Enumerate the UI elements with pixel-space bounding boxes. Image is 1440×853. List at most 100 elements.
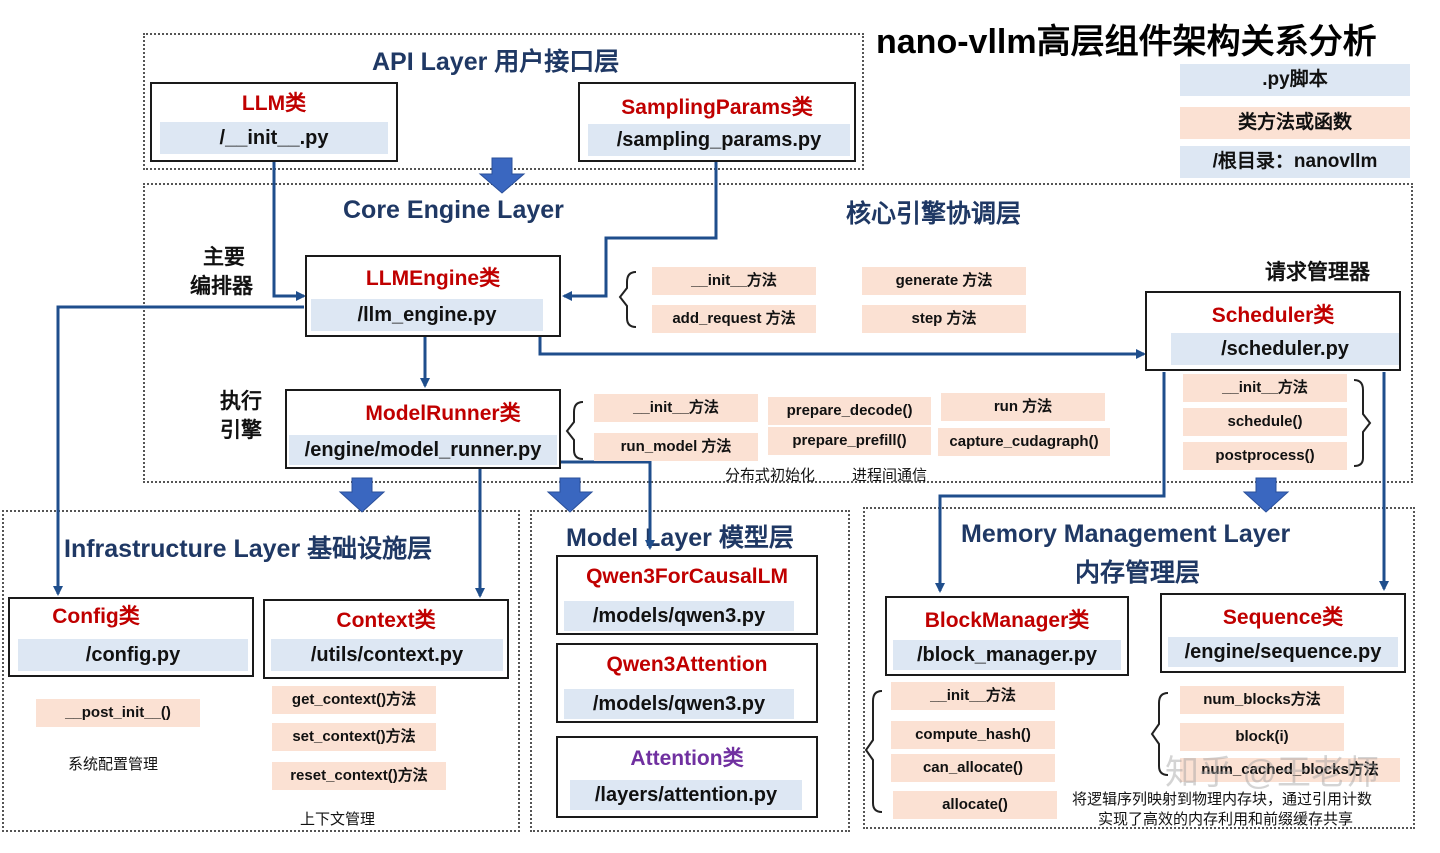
llm-class-box: LLM类 /__init__.py — [150, 82, 398, 162]
core-to-memory-arrow — [1242, 477, 1290, 513]
engine-method-generate: generate 方法 — [862, 267, 1026, 295]
model-layer-title: Model Layer 模型层 — [566, 524, 794, 552]
block-manager-box: BlockManager类 /block_manager.py — [885, 596, 1129, 676]
api-to-core-arrow — [478, 157, 526, 194]
executor-note-1: 执行 — [220, 390, 262, 413]
sequence-box: Sequence类 /engine/sequence.py — [1160, 593, 1406, 673]
memory-layer — [863, 507, 1415, 829]
context-name: Context类 — [336, 609, 436, 632]
engine-method-init: __init__方法 — [652, 267, 816, 295]
arrow-engine-to-scheduler — [538, 336, 1146, 359]
block-manager-name: BlockManager类 — [924, 609, 1090, 632]
runner-method-prepare-decode: prepare_decode() — [768, 397, 931, 425]
llm-class-name: LLM类 — [241, 92, 307, 115]
core-to-infra-arrow — [338, 477, 386, 513]
model-runner-file: /engine/model_runner.py — [289, 435, 557, 465]
scheduler-method-init: __init__方法 — [1183, 374, 1347, 402]
qwen3-causal-name: Qwen3ForCausalLM — [586, 565, 788, 588]
runner-method-capture-cudagraph: capture_cudagraph() — [938, 428, 1110, 456]
context-method-get: get_context()方法 — [272, 686, 436, 714]
sampling-params-file: /sampling_params.py — [588, 124, 850, 156]
config-method-post-init: __post_init__() — [36, 699, 200, 727]
runner-method-run-model: run_model 方法 — [594, 433, 758, 461]
sequence-method-block: block(i) — [1180, 723, 1344, 751]
api-layer-title: API Layer 用户接口层 — [372, 48, 620, 76]
engine-method-add-request: add_request 方法 — [652, 305, 816, 333]
watermark: 知乎 @王老师 — [1165, 754, 1379, 792]
scheduler-name: Scheduler类 — [1211, 304, 1335, 327]
context-file: /utils/context.py — [271, 639, 503, 671]
bracket-engine-methods — [618, 271, 637, 328]
engine-method-step: step 方法 — [862, 305, 1026, 333]
arrow-scheduler-to-blockmgr — [935, 372, 1166, 593]
attention-box: Attention类 /layers/attention.py — [556, 736, 818, 818]
context-mgmt-note: 上下文管理 — [300, 811, 376, 828]
orchestrator-note-2: 编排器 — [190, 275, 253, 298]
sequence-file: /engine/sequence.py — [1168, 637, 1398, 667]
scheduler-method-schedule: schedule() — [1183, 408, 1347, 436]
scheduler-file: /scheduler.py — [1171, 333, 1399, 365]
core-engine-layer — [143, 183, 1413, 483]
llm-engine-box: LLMEngine类 /llm_engine.py — [305, 255, 561, 337]
legend-method: 类方法或函数 — [1180, 107, 1410, 139]
context-method-set: set_context()方法 — [272, 723, 436, 751]
arrow-llm-to-engine — [272, 162, 306, 301]
core-to-model-arrow — [546, 477, 594, 513]
sequence-method-num-cached-blocks: num_cached_blocks方法 — [1180, 758, 1400, 782]
context-method-reset: reset_context()方法 — [272, 762, 446, 790]
context-box: Context类 /utils/context.py — [263, 599, 509, 679]
sampling-params-name: SamplingParams类 — [621, 96, 813, 119]
config-file: /config.py — [18, 639, 248, 671]
core-layer-title-zh: 核心引擎协调层 — [846, 200, 1022, 228]
model-layer — [530, 510, 850, 832]
ipc-note: 进程间通信 — [852, 467, 928, 484]
model-runner-name: ModelRunner类 — [365, 402, 521, 425]
blockmgr-method-compute-hash: compute_hash() — [891, 721, 1055, 749]
scheduler-method-postprocess: postprocess() — [1183, 442, 1347, 470]
config-mgmt-note: 系统配置管理 — [68, 756, 159, 773]
attention-name: Attention类 — [630, 747, 744, 770]
memory-layer-title-en: Memory Management Layer — [961, 520, 1291, 548]
blockmgr-method-can-allocate: can_allocate() — [891, 754, 1055, 782]
qwen3-attention-file: /models/qwen3.py — [564, 689, 794, 719]
legend-root: /根目录：nanovllm — [1180, 146, 1410, 178]
arrow-runner-to-model — [560, 460, 655, 550]
executor-note-2: 引擎 — [220, 419, 262, 442]
qwen3-attention-box: Qwen3Attention /models/qwen3.py — [556, 643, 818, 723]
infrastructure-layer — [2, 510, 520, 832]
config-box: Config类 /config.py — [8, 597, 254, 677]
arrow-sampling-to-engine — [562, 162, 718, 301]
block-manager-file: /block_manager.py — [893, 640, 1121, 670]
memory-desc-line-2: 实现了高效的内存利用和前缀缓存共享 — [1098, 811, 1354, 828]
runner-method-init: __init__方法 — [594, 394, 758, 422]
bracket-blockmgr-methods — [864, 690, 883, 813]
llm-engine-file: /llm_engine.py — [311, 299, 543, 331]
attention-file: /layers/attention.py — [570, 780, 802, 810]
runner-method-prepare-prefill: prepare_prefill() — [768, 427, 931, 455]
memory-layer-title-zh: 内存管理层 — [1075, 559, 1201, 587]
request-manager-note: 请求管理器 — [1265, 261, 1370, 284]
arrow-engine-to-config — [53, 305, 304, 596]
legend-script: .py脚本 — [1180, 64, 1410, 96]
blockmgr-method-allocate: allocate() — [893, 791, 1057, 819]
orchestrator-note-1: 主要 — [203, 246, 245, 269]
memory-desc-line-1: 将逻辑序列映射到物理内存块，通过引用计数 — [1072, 791, 1373, 808]
core-layer-title-en: Core Engine Layer — [343, 196, 564, 224]
llm-file: /__init__.py — [160, 122, 388, 154]
qwen3-attention-name: Qwen3Attention — [606, 653, 768, 676]
scheduler-box: Scheduler类 /scheduler.py — [1145, 291, 1401, 371]
sequence-method-num-blocks: num_blocks方法 — [1180, 686, 1344, 714]
sampling-params-box: SamplingParams类 /sampling_params.py — [578, 82, 856, 162]
infra-layer-title: Infrastructure Layer 基础设施层 — [64, 535, 433, 563]
qwen3-causal-box: Qwen3ForCausalLM /models/qwen3.py — [556, 555, 818, 635]
sequence-name: Sequence类 — [1222, 606, 1344, 629]
bracket-runner-methods — [565, 401, 584, 460]
config-name: Config类 — [52, 605, 140, 628]
bracket-sequence-methods — [1150, 692, 1169, 776]
llm-engine-name: LLMEngine类 — [365, 267, 501, 290]
model-runner-box: ModelRunner类 /engine/model_runner.py — [285, 389, 561, 469]
dist-init-note: 分布式初始化 — [725, 467, 816, 484]
qwen3-causal-file: /models/qwen3.py — [564, 601, 794, 631]
